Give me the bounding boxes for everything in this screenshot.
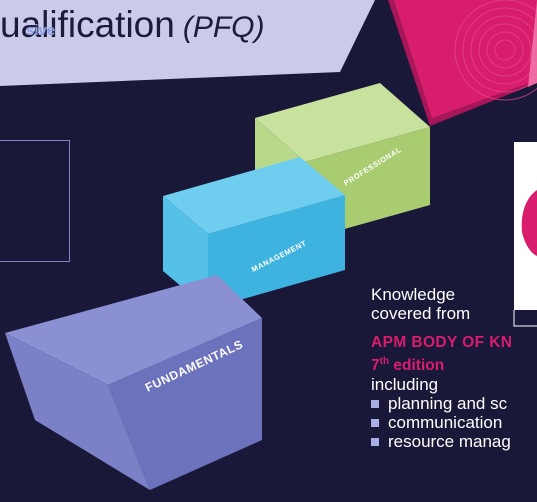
- edition-line: 7th edition: [371, 352, 512, 375]
- fundamentals-block: [5, 275, 262, 490]
- arrow-graphic: [388, 0, 537, 126]
- page-title: ualification(PFQ): [0, 0, 265, 66]
- knowledge-line-1: Knowledge: [371, 285, 456, 304]
- knowledge-panel: Knowledge covered from APM BODY OF KN 7t…: [371, 285, 512, 451]
- including-label: including: [371, 375, 439, 395]
- topic-text: communication: [388, 413, 503, 433]
- knowledge-line-2: covered from: [371, 304, 471, 323]
- list-item: resource manag: [371, 432, 512, 451]
- topic-text: resource manag: [388, 432, 511, 452]
- title-abbreviation: (PFQ): [182, 11, 265, 44]
- bullet-icon: [371, 438, 379, 447]
- apm-bok-title: APM BODY OF KN: [371, 334, 513, 351]
- edition-word: edition: [393, 357, 445, 375]
- shield-logo-icon: [514, 142, 537, 310]
- topic-text: planning and sc: [388, 394, 508, 414]
- knowledge-bracket: [513, 310, 537, 327]
- header-band: [0, 0, 375, 86]
- callout-box: [0, 140, 70, 262]
- title-text: ualification: [0, 4, 175, 45]
- bullet-icon: [371, 400, 379, 409]
- callout-text: sive: [26, 22, 56, 39]
- list-item: communication: [371, 413, 512, 432]
- edition-suffix: th: [379, 356, 390, 367]
- topic-list: planning and sc communication resource m…: [371, 394, 512, 451]
- edition-number: 7: [371, 357, 380, 375]
- list-item: planning and sc: [371, 394, 512, 413]
- bullet-icon: [371, 419, 379, 428]
